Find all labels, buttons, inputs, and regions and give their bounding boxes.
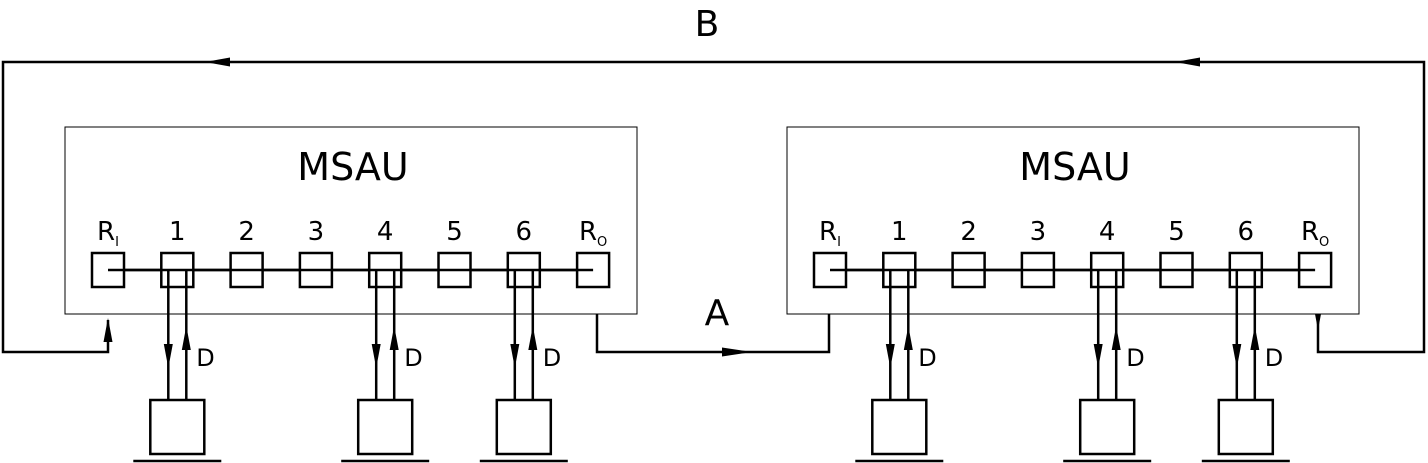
port-label: 5	[1168, 217, 1185, 247]
port-label: 3	[308, 217, 325, 247]
station-port-6: D	[1201, 270, 1290, 463]
port-label: 4	[1099, 217, 1116, 247]
lobe-label: D	[1265, 344, 1283, 372]
station-port-4: D	[1063, 270, 1152, 463]
arrow-down	[371, 344, 381, 368]
port-label: 5	[446, 217, 463, 247]
port-label: 6	[516, 217, 533, 247]
arrow-down	[885, 344, 895, 368]
port-label: 1	[169, 217, 186, 247]
arrow-b-1	[1175, 57, 1200, 67]
lobe-label: D	[404, 344, 422, 372]
station-box	[149, 398, 206, 456]
arrow-down	[1232, 344, 1242, 368]
station-port-1: D	[133, 270, 222, 463]
port-label: 2	[960, 217, 977, 247]
arrow-up	[181, 326, 191, 350]
return-path-b	[1, 60, 1426, 354]
path-label-a: A	[705, 293, 730, 334]
port-label: RI	[97, 217, 119, 250]
lobe-label: D	[1126, 344, 1144, 372]
port-label: 6	[1238, 217, 1255, 247]
arrow-b-2	[205, 57, 230, 67]
lobe-label: D	[196, 344, 214, 372]
station-box	[495, 398, 553, 456]
station-port-4: D	[341, 270, 430, 463]
station-box	[1078, 398, 1136, 456]
port-label: 1	[891, 217, 908, 247]
arrow-a	[722, 347, 752, 357]
path-label-b: B	[695, 4, 720, 45]
station-box	[871, 398, 928, 456]
arrow-up	[1250, 326, 1260, 350]
arrow-b-in-left	[103, 318, 113, 342]
arrow-up	[1111, 326, 1121, 350]
msau-title: MSAU	[1019, 145, 1130, 189]
arrow-up	[903, 326, 913, 350]
station-box	[1217, 398, 1275, 456]
arrow-down	[163, 344, 173, 368]
lobe-label: D	[543, 344, 561, 372]
station-port-1: D	[855, 270, 944, 463]
arrow-up	[389, 326, 399, 350]
arrow-down	[510, 344, 520, 368]
lobe-label: D	[918, 344, 936, 372]
port-label: 4	[377, 217, 394, 247]
port-label: 3	[1030, 217, 1047, 247]
port-label: RI	[819, 217, 841, 250]
station-box	[356, 398, 414, 456]
msau-title: MSAU	[297, 145, 408, 189]
arrow-up	[528, 326, 538, 350]
station-port-6: D	[479, 270, 568, 463]
port-label: 2	[238, 217, 255, 247]
arrow-down	[1093, 344, 1103, 368]
